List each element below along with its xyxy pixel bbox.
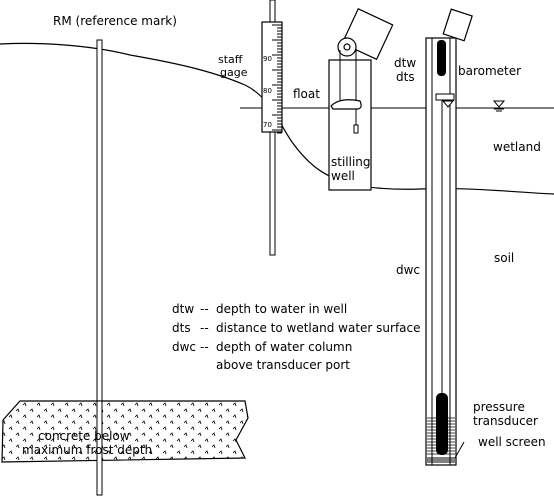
concrete-label-1: concrete below [38, 429, 130, 443]
dwc-label: dwc [396, 263, 420, 277]
staff-gage [261, 0, 283, 256]
concrete-block [1, 400, 249, 463]
well-screen-label: well screen [478, 435, 546, 449]
gage-tick-label: 80 [263, 87, 272, 95]
water-surface-symbol [492, 100, 506, 112]
legend-text: depth of water column [216, 340, 352, 354]
legend: dtw -- depth to water in well dts -- dis… [172, 302, 421, 372]
float-label: float [293, 87, 320, 101]
stilling-well-label-1: stilling [331, 155, 371, 169]
float [330, 99, 362, 110]
legend-text: distance to wetland water surface [216, 321, 421, 335]
legend-sep: -- [200, 302, 209, 316]
pressure-transducer-label-2: transducer [473, 414, 538, 428]
dts-label: dts [396, 70, 415, 84]
gage-tick-label: 70 [263, 121, 272, 129]
legend-abbr: dtw [172, 302, 194, 316]
pressure-transducer-label-1: pressure [473, 400, 525, 414]
rm-label: RM (reference mark) [53, 14, 177, 28]
legend-sep: -- [200, 340, 209, 354]
barometer-label: barometer [458, 64, 521, 78]
staff-gage-label-2: gage [220, 66, 248, 79]
stilling-well-label-2: well [331, 169, 355, 183]
wetland-label: wetland [493, 140, 541, 154]
legend-abbr: dwc [172, 340, 196, 354]
legend-continuation: above transducer port [216, 358, 350, 372]
dtw-label: dtw [394, 56, 416, 70]
gage-tick-label: 90 [263, 55, 272, 63]
staff-gage-label-1: staff [218, 53, 243, 66]
monitoring-well [425, 8, 473, 466]
concrete-label-2: maximum frost depth [22, 443, 152, 457]
stilling-well [328, 8, 394, 191]
soil-label: soil [494, 251, 514, 265]
legend-text: depth to water in well [216, 302, 347, 316]
legend-sep: -- [200, 321, 209, 335]
barometer-sensor [437, 40, 446, 76]
legend-abbr: dts [172, 321, 191, 335]
